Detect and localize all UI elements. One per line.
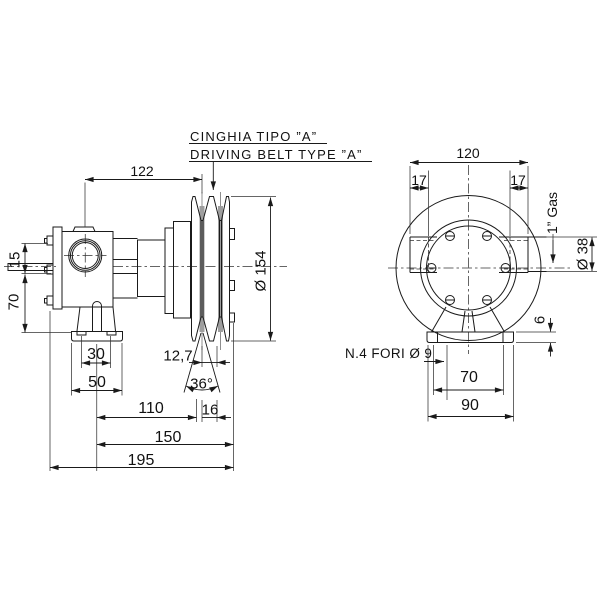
- dim-70-left-label: 70: [5, 293, 23, 311]
- dim-70-right-label: 70: [460, 369, 478, 386]
- note-belt-type-italian: CINGHIA TIPO ”A”: [190, 129, 318, 144]
- extension-lines: [21, 166, 597, 471]
- dim-120-label: 120: [456, 145, 480, 161]
- dim-90-label: 90: [461, 397, 479, 414]
- dim-pulley-diameter-label: Ø 154: [252, 250, 270, 292]
- note-belt-type-english: DRIVING BELT TYPE ”A”: [190, 147, 363, 162]
- port-thread-label: 1” Gas: [544, 191, 560, 235]
- dim-195-label: 195: [127, 451, 155, 469]
- hidden-edges: [410, 237, 528, 273]
- front-view: [395, 195, 547, 343]
- dim-122-label: 122: [130, 163, 154, 179]
- dim-17-left-label: 17: [411, 172, 427, 188]
- port-diameter-label: Ø 38: [574, 237, 592, 271]
- centerlines: [4, 165, 572, 354]
- dim-110-label: 110: [138, 400, 164, 417]
- dim-15-label: 15: [6, 251, 24, 269]
- dim-16-label: 16: [201, 401, 219, 418]
- dim-6-label: 6: [531, 315, 549, 325]
- dim-50-label: 50: [88, 373, 106, 391]
- pulley-groove-shading: [199, 206, 223, 332]
- dim-groove-pitch-label: 12,7: [163, 347, 193, 364]
- dim-30-label: 30: [87, 346, 105, 363]
- side-view: [7, 196, 235, 342]
- groove-angle-label: 36°: [190, 375, 213, 392]
- holes-note-label: N.4 FORI Ø 9: [345, 346, 433, 361]
- dimension-lines: [22, 142, 595, 471]
- dim-17-right-label: 17: [510, 172, 526, 188]
- dim-150-label: 150: [154, 428, 182, 446]
